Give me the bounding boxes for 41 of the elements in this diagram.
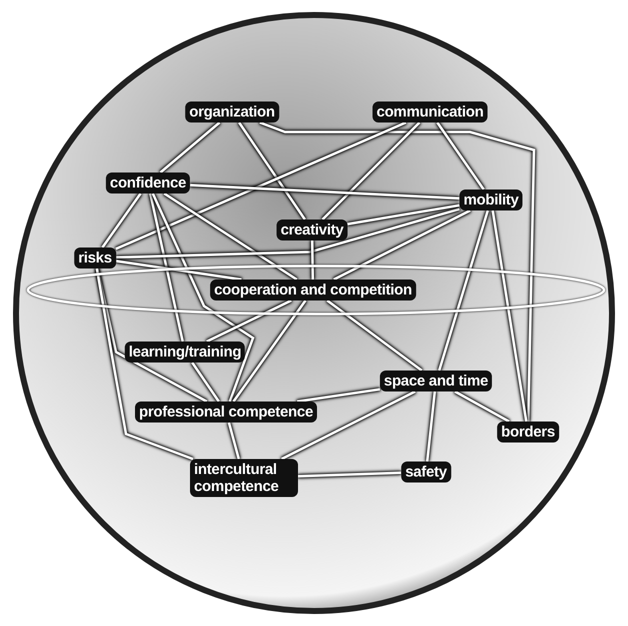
connector-line bbox=[206, 299, 292, 343]
connector-line bbox=[116, 208, 460, 259]
term-label: learning/training bbox=[124, 342, 246, 362]
connector-line bbox=[96, 268, 208, 403]
connector-line bbox=[326, 300, 423, 372]
term-label: safety bbox=[401, 462, 451, 482]
term-label: communication bbox=[372, 102, 488, 122]
connector-line bbox=[115, 121, 406, 250]
term-label: space and time bbox=[380, 370, 492, 392]
connector-line bbox=[426, 391, 436, 462]
connector-line bbox=[438, 210, 489, 371]
term-label: professional competence bbox=[135, 402, 317, 422]
connector-line bbox=[259, 121, 536, 422]
connector-line bbox=[347, 204, 460, 226]
connector-line bbox=[436, 122, 485, 190]
term-label: mobility bbox=[459, 190, 523, 210]
connector-line bbox=[310, 240, 314, 280]
connector-line bbox=[232, 300, 307, 402]
connector-line bbox=[491, 210, 528, 422]
connector-line bbox=[281, 390, 416, 460]
connector-line bbox=[152, 192, 255, 402]
connector-line bbox=[116, 260, 242, 281]
term-label: cooperation and competition bbox=[210, 280, 416, 300]
connector-line bbox=[190, 184, 460, 200]
connector-line bbox=[101, 192, 142, 248]
connector-line bbox=[238, 122, 306, 220]
connector-line bbox=[454, 390, 510, 423]
connector-line bbox=[296, 388, 380, 403]
connector-line bbox=[322, 122, 420, 220]
term-label: confidence bbox=[106, 172, 190, 194]
term-label: organization bbox=[185, 102, 279, 122]
term-label: intercultural competence bbox=[190, 459, 298, 497]
term-label: creativity bbox=[276, 220, 348, 240]
connector-line bbox=[96, 268, 194, 460]
connector-line bbox=[333, 209, 471, 281]
term-label: borders bbox=[497, 422, 559, 442]
term-label: risks bbox=[74, 248, 116, 268]
connector-line bbox=[160, 122, 220, 174]
connector-line bbox=[191, 362, 220, 402]
connector-line bbox=[164, 192, 298, 281]
connector-line bbox=[298, 472, 402, 478]
